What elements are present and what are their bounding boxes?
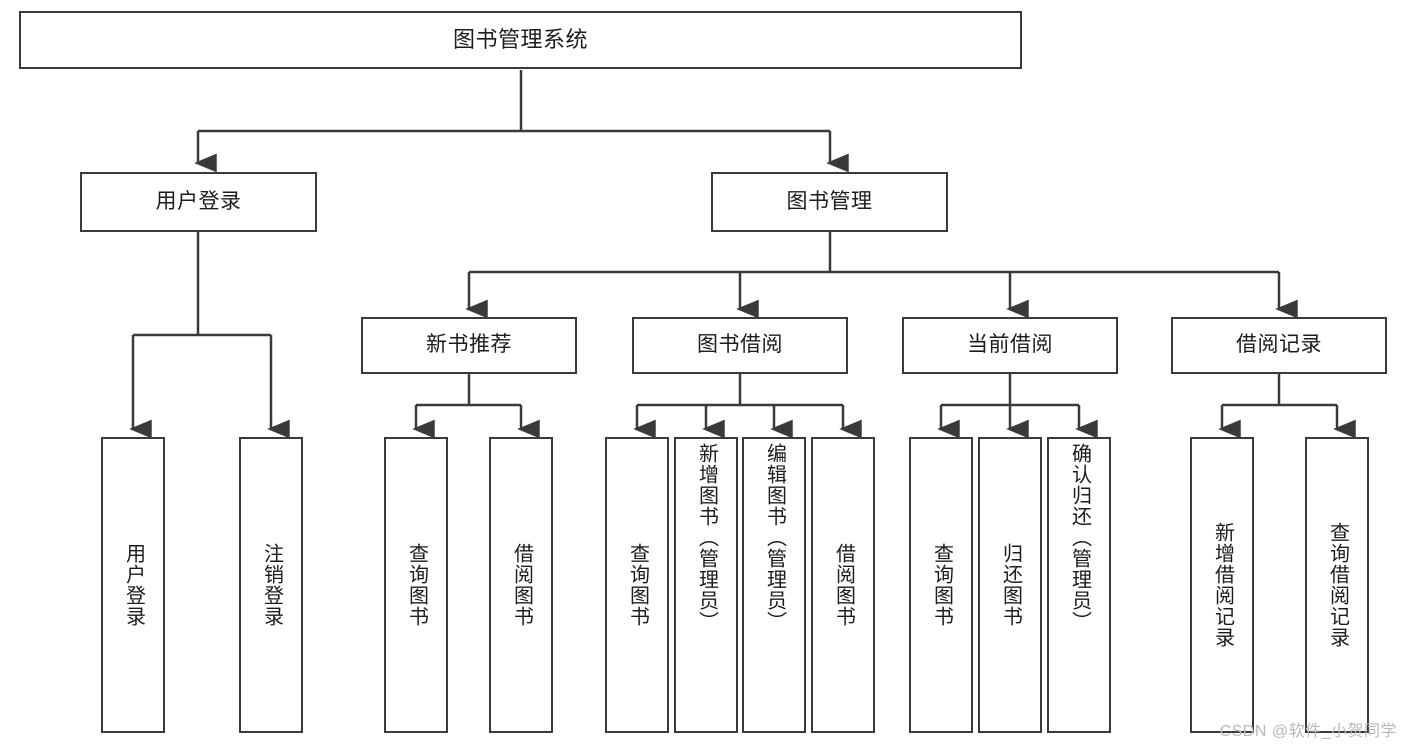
- csdn-watermark: CSDN @软件_小贺同学: [1219, 723, 1397, 740]
- leaf-borrow-record-add-label: 新增借阅记录: [1211, 522, 1234, 648]
- node-root-book-management-system[interactable]: 图书管理系统: [19, 11, 1022, 69]
- leaf-book-borrow-borrow[interactable]: 借阅图书: [811, 437, 875, 733]
- node-borrow-record[interactable]: 借阅记录: [1171, 317, 1387, 374]
- leaf-book-borrow-add[interactable]: 新增图书（管理员）: [674, 437, 738, 733]
- leaf-new-book-query[interactable]: 查询图书: [384, 437, 448, 733]
- node-new-book-recommend[interactable]: 新书推荐: [361, 317, 577, 374]
- node-book-borrow-label: 图书借阅: [697, 333, 783, 357]
- node-book-management[interactable]: 图书管理: [711, 172, 948, 232]
- leaf-current-borrow-return-label: 归还图书: [999, 543, 1022, 627]
- leaf-current-borrow-confirm-return-label: 确认归还（管理员）: [1068, 443, 1091, 632]
- leaf-book-borrow-edit-label: 编辑图书（管理员）: [763, 443, 786, 632]
- leaf-book-borrow-query[interactable]: 查询图书: [605, 437, 669, 733]
- node-root-label: 图书管理系统: [452, 27, 588, 53]
- leaf-current-borrow-return[interactable]: 归还图书: [978, 437, 1042, 733]
- leaf-borrow-record-query-label: 查询借阅记录: [1326, 522, 1349, 648]
- node-borrow-record-label: 借阅记录: [1236, 333, 1322, 357]
- node-current-borrow-label: 当前借阅: [967, 333, 1053, 357]
- leaf-user-login-logout-label: 注销登录: [260, 543, 283, 627]
- node-user-login-label: 用户登录: [155, 189, 242, 213]
- leaf-new-book-borrow[interactable]: 借阅图书: [489, 437, 553, 733]
- leaf-book-borrow-query-label: 查询图书: [626, 543, 649, 627]
- leaf-new-book-query-label: 查询图书: [405, 543, 428, 627]
- leaf-book-borrow-borrow-label: 借阅图书: [832, 543, 855, 627]
- leaf-borrow-record-query[interactable]: 查询借阅记录: [1305, 437, 1369, 733]
- node-book-borrow[interactable]: 图书借阅: [632, 317, 848, 374]
- leaf-borrow-record-add[interactable]: 新增借阅记录: [1190, 437, 1254, 733]
- leaf-current-borrow-confirm-return[interactable]: 确认归还（管理员）: [1047, 437, 1111, 733]
- node-book-management-label: 图书管理: [786, 189, 873, 213]
- leaf-new-book-borrow-label: 借阅图书: [510, 543, 533, 627]
- leaf-book-borrow-edit[interactable]: 编辑图书（管理员）: [742, 437, 806, 733]
- leaf-book-borrow-add-label: 新增图书（管理员）: [695, 443, 718, 632]
- leaf-user-login-login-label: 用户登录: [122, 543, 145, 627]
- node-user-login[interactable]: 用户登录: [80, 172, 317, 232]
- node-current-borrow[interactable]: 当前借阅: [902, 317, 1118, 374]
- leaf-user-login-login[interactable]: 用户登录: [101, 437, 165, 733]
- node-new-book-recommend-label: 新书推荐: [426, 333, 512, 357]
- leaf-user-login-logout[interactable]: 注销登录: [239, 437, 303, 733]
- leaf-current-borrow-query[interactable]: 查询图书: [909, 437, 973, 733]
- leaf-current-borrow-query-label: 查询图书: [930, 543, 953, 627]
